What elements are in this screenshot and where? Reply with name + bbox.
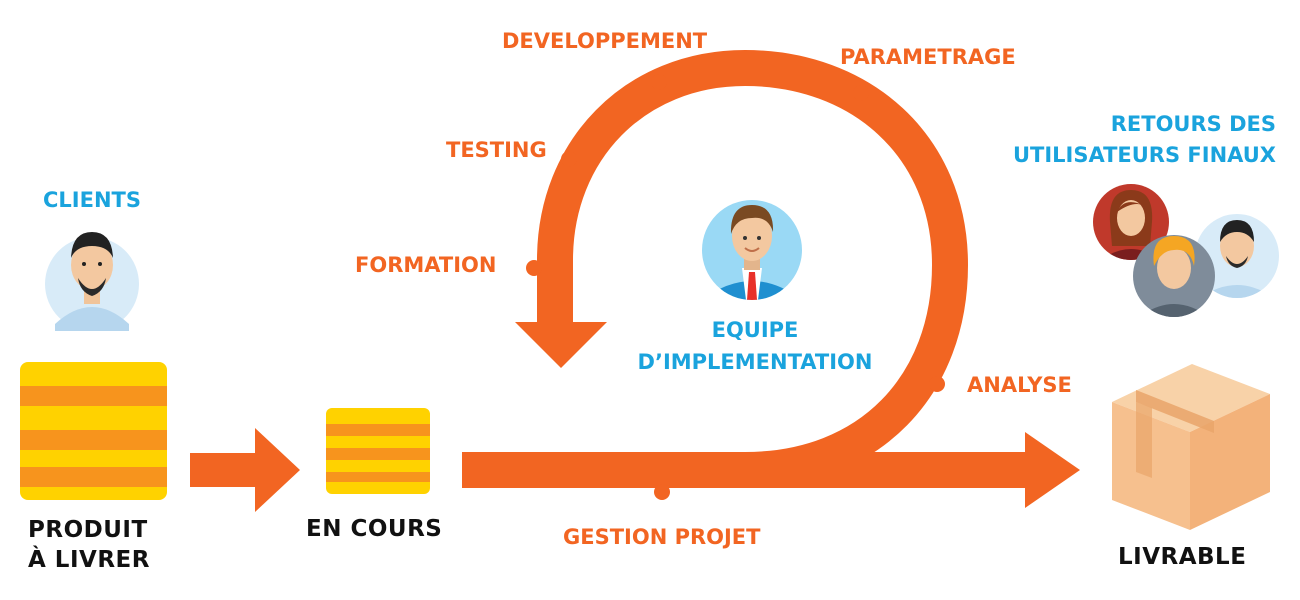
feedback-label-line1: RETOURS DES [1110,112,1276,136]
product-label-line2: À LIVRER [28,547,150,573]
in-progress-stack-icon [326,408,430,494]
step-dot-analyse [929,376,945,392]
step-dot-gestion-projet [654,484,670,500]
cycle-step-dots [526,74,945,500]
step-developpement-label: DEVELOPPEMENT [502,29,708,53]
step-dot-testing [561,151,577,167]
team-member-avatar-icon [702,200,802,300]
step-analyse-label: ANALYSE [967,373,1072,397]
blonde-avatar-icon [1133,235,1215,317]
feedback-label-line2: UTILISATEURS FINAUX [1012,143,1276,167]
product-stack-icon [20,362,167,500]
step-dot-developpement [651,74,667,90]
iteration-loop-arrow [462,50,1080,508]
team-label-line2: D’IMPLEMENTATION [637,350,873,374]
step-parametrage-label: PARAMETRAGE [840,45,1016,69]
step-formation-label: FORMATION [355,253,497,277]
product-label-line1: PRODUIT [28,517,148,543]
step-dot-formation [526,260,542,276]
in-progress-label: EN COURS [306,516,443,542]
deliverable-label: LIVRABLE [1118,544,1247,570]
client-avatar-icon [45,232,139,331]
step-gestion-projet-label: GESTION PROJET [563,525,761,549]
team-label-line1: EQUIPE [711,318,799,342]
cardboard-box-icon [1112,364,1270,530]
flow-arrow-1 [190,428,300,512]
clients-label: CLIENTS [43,188,141,212]
step-dot-parametrage [853,85,869,101]
step-testing-label: TESTING [446,138,547,162]
